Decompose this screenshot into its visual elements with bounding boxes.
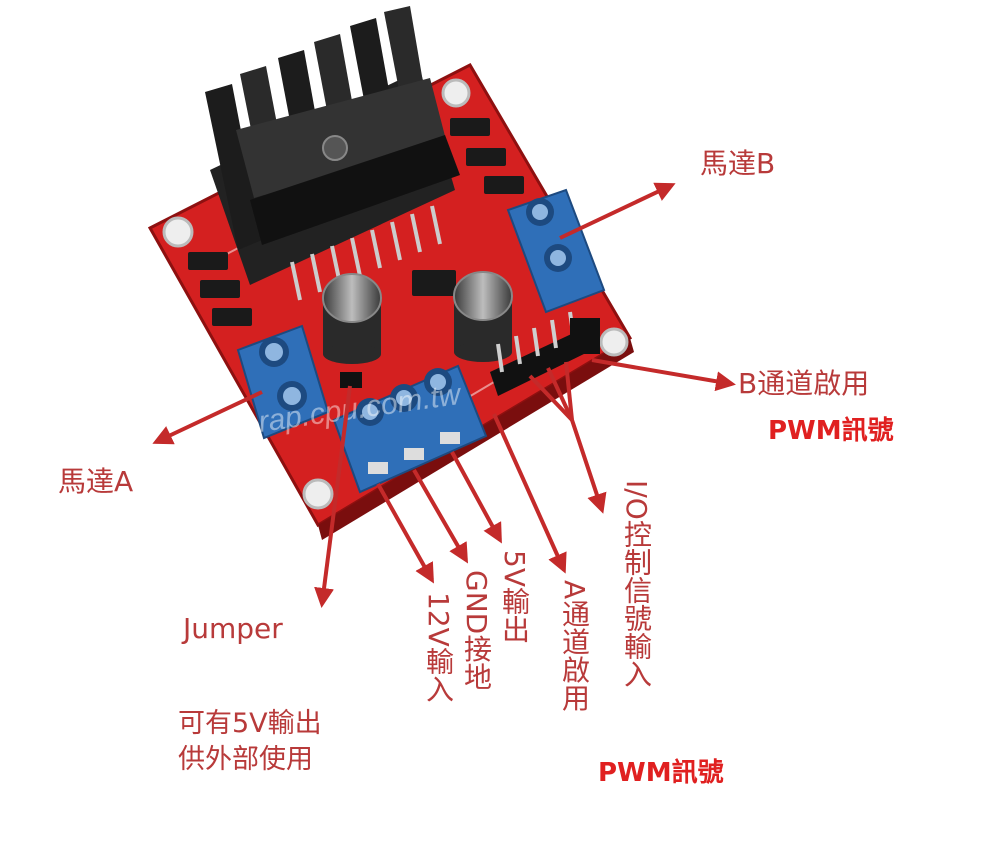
arrow-12v (376, 483, 434, 584)
label-a-pwm: PWM訊號 (598, 758, 724, 788)
arrow-gnd (412, 468, 469, 564)
arrow-motor-a (152, 390, 263, 445)
mounting-hole (162, 216, 194, 248)
label-b-pwm: PWM訊號 (768, 416, 894, 446)
arrow-jumper (314, 385, 352, 608)
terminal-block-motor-b (506, 188, 606, 314)
mounting-hole (599, 327, 629, 357)
label-b-enable: B通道啟用 (738, 367, 870, 400)
io-branch-line (546, 367, 574, 421)
label-motor-b: 馬達B (700, 147, 776, 180)
arrow-a-enable (492, 413, 567, 574)
heatsink (205, 6, 460, 285)
io-branch-line (528, 374, 574, 422)
jumper-cap (340, 372, 362, 388)
mounting-hole (302, 478, 334, 510)
capacitor (453, 271, 513, 362)
mounting-hole (441, 78, 471, 108)
terminal-block-power (332, 364, 488, 494)
label-io-control: I/O控制信號輸入 (620, 480, 653, 688)
label-5v-output: 5V輸出 (498, 550, 531, 643)
io-branch-line (564, 361, 574, 421)
arrow-b-enable (591, 358, 736, 392)
jumper-note-line1: 可有5V輸出 (178, 708, 322, 739)
arrow-5v (450, 451, 502, 544)
capacitor (322, 273, 382, 364)
smd-diodes (188, 118, 524, 326)
label-gnd: GND接地 (460, 570, 493, 691)
arrow-motor-b (559, 182, 676, 240)
terminal-block-motor-a (236, 324, 330, 440)
label-a-enable: A通道啟用 (558, 580, 591, 712)
label-jumper: Jumper (183, 612, 283, 645)
label-motor-a: 馬達A (58, 465, 134, 498)
label-12v-input: 12V輸入 (422, 592, 455, 703)
label-jumper-note: 可有5V輸出 供外部使用 (178, 706, 322, 779)
control-header-pins (490, 311, 600, 396)
jumper-note-line2: 供外部使用 (178, 744, 313, 776)
arrow-io-control (570, 419, 607, 514)
